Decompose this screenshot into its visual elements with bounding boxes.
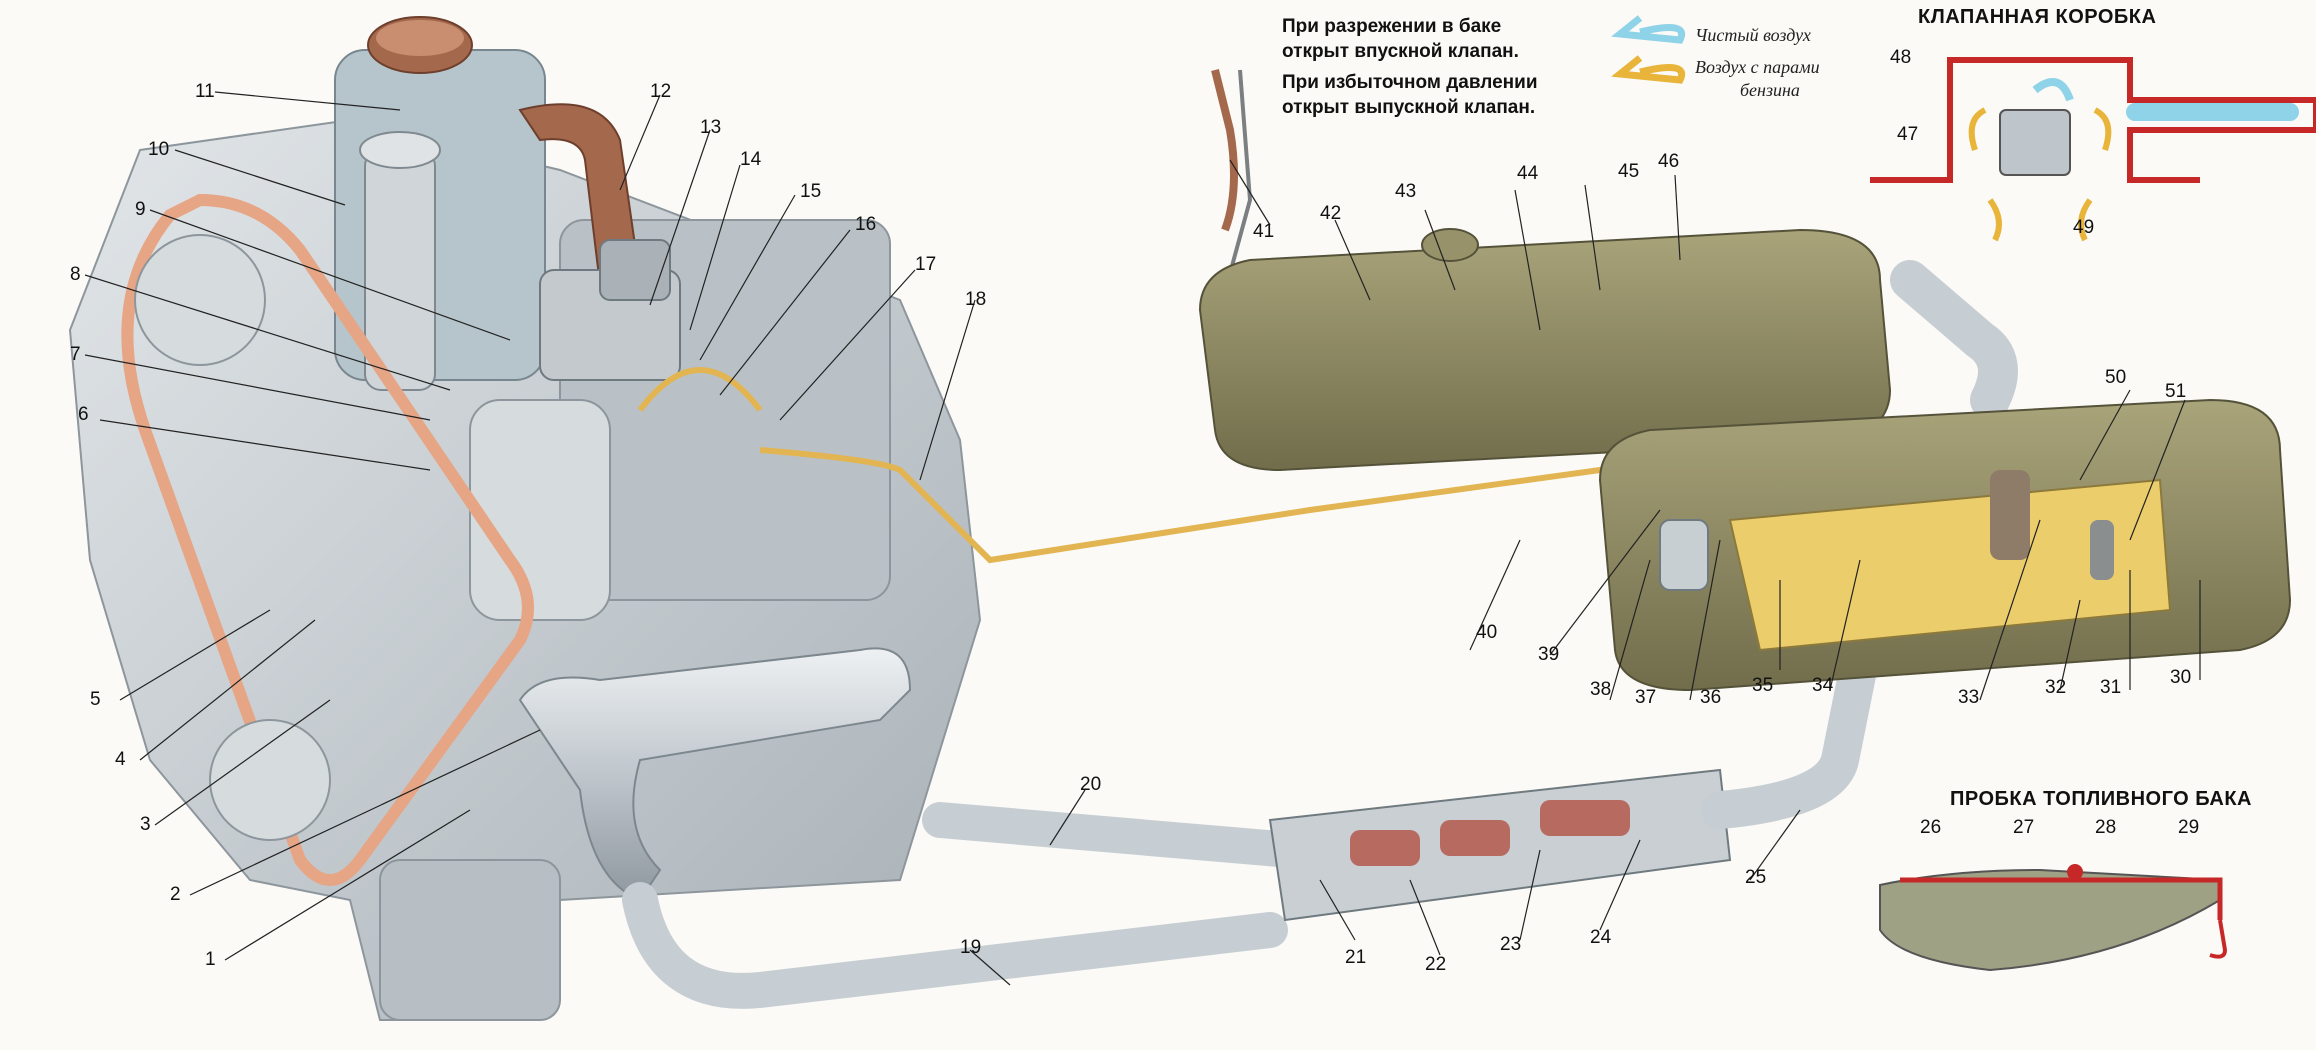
callout-43: 43 [1395, 181, 1417, 202]
callout-38: 38 [1590, 679, 1612, 700]
vacuum-note-line2: открыт впускной клапан. [1282, 41, 1519, 62]
vacuum-note: При разрежении в баке открыт впускной кл… [1282, 14, 1519, 64]
callout-7: 7 [70, 344, 81, 365]
carburetor [539, 239, 681, 381]
callout-29: 29 [2178, 817, 2200, 838]
pressure-note: При избыточном давлении открыт выпускной… [1282, 70, 1538, 120]
legend-clean-air: Чистый воздух [1695, 25, 1811, 45]
clean-air-arrow-icon [1611, 15, 1686, 44]
fuel-tank-lower [1598, 398, 2292, 692]
callout-1: 1 [205, 949, 216, 970]
legend-arrows [1611, 15, 1686, 84]
callout-12: 12 [650, 81, 672, 102]
callout-51: 51 [2165, 381, 2187, 402]
callout-17: 17 [915, 254, 937, 275]
callout-35: 35 [1752, 675, 1774, 696]
callout-39: 39 [1538, 644, 1560, 665]
callout-46: 46 [1658, 151, 1680, 172]
callout-11: 11 [195, 81, 215, 102]
callout-30: 30 [2170, 667, 2192, 688]
callout-8: 8 [70, 264, 81, 285]
callout-5: 5 [90, 689, 101, 710]
callout-19: 19 [960, 937, 982, 958]
callout-13: 13 [700, 117, 722, 138]
callout-9: 9 [135, 199, 146, 220]
callout-41: 41 [1253, 221, 1275, 242]
callout-22: 22 [1425, 954, 1447, 975]
fuel-tank-upper [1198, 69, 1892, 472]
callout-14: 14 [740, 149, 762, 170]
muffler [1268, 260, 2018, 922]
callout-48: 48 [1890, 47, 1912, 68]
callout-16: 16 [855, 214, 877, 235]
callout-42: 42 [1320, 203, 1342, 224]
callout-31: 31 [2100, 677, 2122, 698]
callout-4: 4 [115, 749, 126, 770]
callout-45: 45 [1618, 161, 1640, 182]
pressure-note-line2: открыт выпускной клапан. [1282, 97, 1536, 118]
callout-10: 10 [148, 139, 170, 160]
exhaust-manifold [518, 647, 1308, 1009]
callout-47: 47 [1897, 124, 1919, 145]
callout-21: 21 [1345, 947, 1367, 968]
legend-vapor-line2: бензина [1740, 80, 1800, 100]
callout-15: 15 [800, 181, 822, 202]
valve-box-title: КЛАПАННАЯ КОРОБКА [1918, 6, 2157, 28]
callout-20: 20 [1080, 774, 1102, 795]
callout-6: 6 [78, 404, 89, 425]
callout-2: 2 [170, 884, 181, 905]
callout-32: 32 [2045, 677, 2067, 698]
callout-34: 34 [1812, 675, 1834, 696]
callout-3: 3 [140, 814, 151, 835]
filler-cap-inset [1879, 864, 2228, 972]
callout-25: 25 [1745, 867, 1767, 888]
callout-27: 27 [2013, 817, 2035, 838]
pressure-note-line1: При избыточном давлении [1282, 72, 1538, 93]
callout-44: 44 [1517, 163, 1539, 184]
callout-36: 36 [1700, 687, 1722, 708]
vapor-air-arrow-icon [1611, 55, 1686, 84]
legend-vapor-line1: Воздух с парами [1695, 57, 1820, 77]
vacuum-note-line1: При разрежении в баке [1282, 16, 1502, 37]
callout-40: 40 [1476, 622, 1498, 643]
callout-49: 49 [2073, 217, 2095, 238]
callout-23: 23 [1500, 934, 1522, 955]
filler-cap-title: ПРОБКА ТОПЛИВНОГО БАКА [1950, 788, 2252, 810]
callout-37: 37 [1635, 687, 1657, 708]
callout-33: 33 [1958, 687, 1980, 708]
callout-26: 26 [1920, 817, 1942, 838]
valve-box-inset [1870, 45, 2316, 242]
callout-28: 28 [2095, 817, 2117, 838]
callout-leaders [84, 91, 2201, 986]
callout-50: 50 [2105, 367, 2127, 388]
oil-filter [359, 131, 441, 391]
callout-24: 24 [1590, 927, 1612, 948]
callout-18: 18 [965, 289, 987, 310]
fan-belt [121, 193, 534, 886]
